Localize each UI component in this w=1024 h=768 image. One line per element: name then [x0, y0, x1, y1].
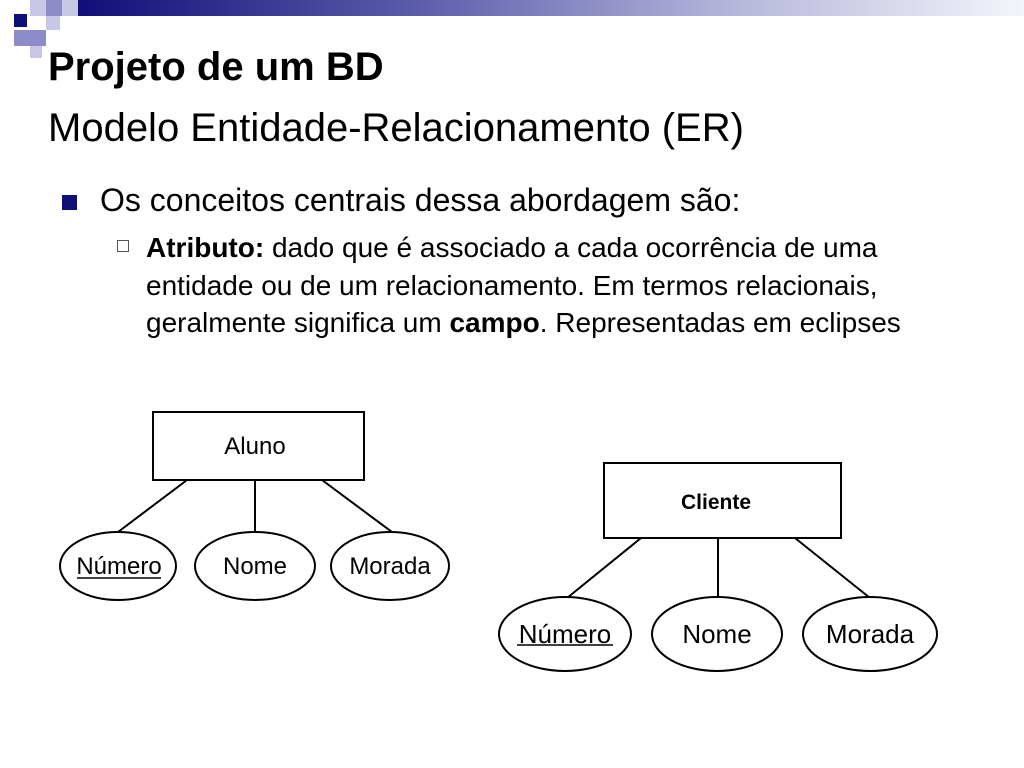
connector-line: [794, 537, 871, 599]
attribute-label: Morada: [826, 619, 915, 649]
attribute-ellipse: [59, 531, 177, 601]
er-diagram-right: [498, 462, 938, 672]
corner-square-light: [30, 46, 42, 58]
header-gradient-bar: [78, 0, 1024, 16]
bullet-text: Os conceitos centrais dessa abordagem sã…: [100, 182, 741, 218]
slide-title: Projeto de um BD: [48, 45, 384, 89]
er-diagram-left: [59, 411, 450, 601]
entity-box: [603, 462, 842, 539]
corner-square-dark: [14, 14, 27, 27]
connector-line: [321, 479, 393, 533]
entity-label: Cliente: [681, 491, 751, 514]
attribute-ellipse: [802, 596, 938, 672]
connector-line: [566, 537, 642, 599]
attribute-label: Nome: [223, 553, 287, 580]
corner-square-light: [62, 0, 78, 16]
sub-bullet-paragraph: Atributo: dado que é associado a cada oc…: [146, 229, 986, 342]
entity-label: Aluno: [224, 433, 285, 460]
square-bullet-icon: [62, 195, 77, 210]
attribute-ellipse: [498, 596, 632, 672]
attribute-ellipse: [194, 531, 316, 601]
corner-square-light: [46, 16, 60, 30]
sub-bullet-text-1: dado que é associado a cada ocorrência d…: [146, 232, 878, 338]
sub-bullet-text-2: . Representadas em eclipses: [539, 307, 901, 338]
corner-square-light: [30, 0, 46, 16]
corner-square-mid: [46, 0, 62, 16]
sub-bullet-term: Atributo:: [146, 232, 265, 263]
hollow-square-bullet-icon: [117, 240, 129, 252]
connector-line: [117, 479, 188, 533]
attribute-label-key: Número: [519, 619, 611, 649]
slide-subtitle: Modelo Entidade-Relacionamento (ER): [48, 106, 744, 150]
attribute-label-key: Número: [76, 553, 161, 580]
sub-bullet-emphasis: campo: [449, 307, 540, 338]
attribute-ellipse: [330, 531, 450, 601]
attribute-ellipse: [651, 596, 783, 672]
attribute-label: Nome: [682, 619, 751, 649]
corner-square-mid: [30, 30, 46, 46]
corner-square-mid: [14, 30, 30, 46]
attribute-label: Morada: [349, 553, 431, 580]
entity-box: [152, 411, 365, 481]
